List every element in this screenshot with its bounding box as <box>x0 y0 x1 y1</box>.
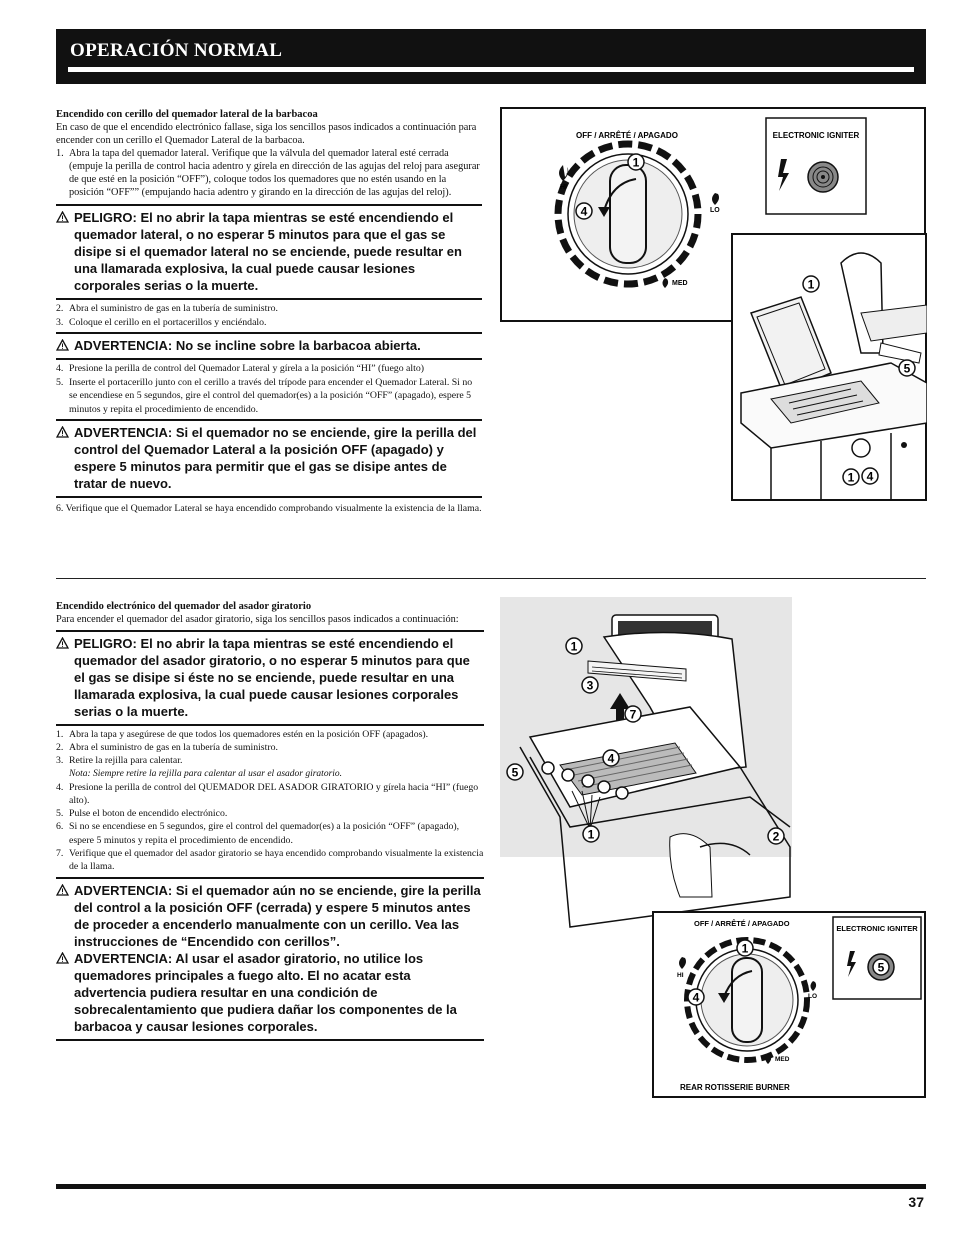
flame-hi-icon <box>679 957 686 969</box>
section2-retry-warning: ADVERTENCIA: Si el quemador aún no se en… <box>56 882 484 950</box>
section1-step-4: 4.Presione la perilla de control del Que… <box>56 363 424 374</box>
flame-lo-icon <box>712 193 719 205</box>
flame-med-icon <box>765 1054 772 1064</box>
svg-text:3: 3 <box>587 679 594 693</box>
section2-step-3: 3.Retire la rejilla para calentar.Nota: … <box>56 754 484 780</box>
warning-triangle-icon <box>56 426 69 438</box>
rotisserie-grill-figure: 1 3 7 4 5 1 2 <box>500 597 792 937</box>
section1-heading: Encendido con cerillo del quemador later… <box>56 109 318 120</box>
section2-step-5: 5.Pulse el boton de encendido electrónic… <box>56 808 228 820</box>
lightning-icon <box>778 159 789 191</box>
page-number: 37 <box>908 1194 924 1210</box>
warning-triangle-icon <box>56 339 69 351</box>
section1-step-6: 6. Verifique que el Quemador Lateral se … <box>56 503 482 514</box>
section1-step-1: 1.Abra la tapa del quemador lateral. Ver… <box>56 148 480 198</box>
knob-off-label: OFF / ARRÊTÉ / APAGADO <box>576 131 678 140</box>
svg-text:ELECTRONIC IGNITER: ELECTRONIC IGNITER <box>773 131 860 140</box>
svg-text:5: 5 <box>512 766 519 780</box>
warning-triangle-icon <box>56 211 69 223</box>
section1-step-2: 2.Abra el suministro de gas en la tuberí… <box>56 303 278 314</box>
section1-danger-warning: PELIGRO: El no abrir la tapa mientras se… <box>56 204 482 300</box>
svg-text:2: 2 <box>773 830 780 844</box>
flame-hi-icon <box>559 165 569 181</box>
flame-med-icon <box>662 278 669 288</box>
section2-step-2: 2.Abra el suministro de gas en la tuberí… <box>56 742 278 754</box>
svg-text:4: 4 <box>581 205 588 219</box>
svg-text:ELECTRONIC IGNITER: ELECTRONIC IGNITER <box>836 924 918 933</box>
warning-triangle-icon <box>56 884 69 896</box>
page-header: OPERACIÓN NORMAL <box>56 29 926 84</box>
section2-note: Nota: Siempre retire la rejilla para cal… <box>69 768 343 779</box>
section1-step-5: 5.Inserte el portacerillo junto con el c… <box>56 376 473 415</box>
header-rule <box>68 67 914 72</box>
section-rotisserie-electronic: Encendido electrónico del quemador del a… <box>56 600 484 1042</box>
section-side-burner-match: Encendido con cerillo del quemador later… <box>56 108 482 515</box>
svg-text:HI: HI <box>560 184 567 191</box>
svg-text:7: 7 <box>630 708 637 722</box>
section2-overheat-warning: ADVERTENCIA: Al usar el asador giratorio… <box>56 950 484 1035</box>
svg-text:4: 4 <box>608 752 615 766</box>
section2-step-1: 1.Abra la tapa y asegúrese de que todos … <box>56 729 429 740</box>
svg-text:1: 1 <box>571 640 578 654</box>
section2-step-4: 4.Presione la perilla de control del QUE… <box>56 781 479 807</box>
page-title: OPERACIÓN NORMAL <box>70 40 283 61</box>
svg-text:1: 1 <box>588 828 595 842</box>
section1-step-3: 3.Coloque el cerillo en el portacerillos… <box>56 316 267 328</box>
svg-text:HI: HI <box>677 972 684 979</box>
svg-text:4: 4 <box>867 470 874 484</box>
section2-step-6: 6.Si no se encendiese en 5 segundos, gir… <box>56 821 460 846</box>
svg-text:5: 5 <box>878 961 885 975</box>
section1-lean-warning: ADVERTENCIA: No se incline sobre la barb… <box>56 332 482 360</box>
rear-rotisserie-burner-label: REAR ROTISSERIE BURNER <box>680 1083 790 1092</box>
svg-text:OFF / ARRÊTÉ / APAGADO: OFF / ARRÊTÉ / APAGADO <box>694 919 790 928</box>
warning-triangle-icon <box>56 637 69 649</box>
section2-warnings: ADVERTENCIA: Si el quemador aún no se en… <box>56 877 484 1042</box>
warning-triangle-icon <box>56 952 69 964</box>
flame-lo-icon <box>810 981 817 991</box>
section2-intro: Para encender el quemador del asador gir… <box>56 614 459 625</box>
rotisserie-knob-figure: OFF / ARRÊTÉ / APAGADO 1 4 HI LO MED REA… <box>652 911 926 1099</box>
section2-danger-warning: PELIGRO: El no abrir la tapa mientras se… <box>56 630 484 726</box>
svg-text:MED: MED <box>775 1056 790 1063</box>
side-burner-grill-figure: 1 5 1 4 <box>731 233 927 501</box>
lightning-icon <box>847 951 856 977</box>
side-burner-knob-figure: OFF / ARRÊTÉ / APAGADO 1 4 HI LO MED ELE… <box>500 107 926 323</box>
section2-heading: Encendido electrónico del quemador del a… <box>56 601 312 612</box>
svg-text:1: 1 <box>633 156 640 170</box>
svg-text:4: 4 <box>693 991 700 1005</box>
svg-text:LO: LO <box>808 993 817 1000</box>
svg-text:1: 1 <box>742 942 749 956</box>
section1-intro: En caso de que el encendido electrónico … <box>56 122 477 146</box>
section1-retry-warning: ADVERTENCIA: Si el quemador no se encien… <box>56 419 482 498</box>
svg-text:1: 1 <box>808 278 815 292</box>
svg-text:5: 5 <box>904 362 911 376</box>
svg-text:MED: MED <box>672 280 688 287</box>
svg-text:LO: LO <box>710 207 720 214</box>
footer-rule <box>56 1184 926 1189</box>
svg-text:1: 1 <box>848 471 855 485</box>
section-divider <box>56 578 926 579</box>
section2-step-7: 7.Verifique que el quemador del asador g… <box>56 847 484 873</box>
